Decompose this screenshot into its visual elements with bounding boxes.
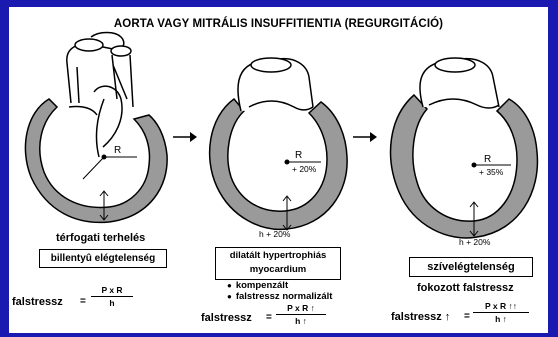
panel-1-formula-label: falstressz (12, 296, 63, 308)
panel-3-formula-eq: = (464, 311, 470, 322)
panel-2-radius-label: R (295, 150, 302, 161)
panel-1-radius-label: R (114, 145, 121, 156)
panel-2-fraction: P x R ↑ h ↑ (276, 303, 326, 326)
panel-2-bullet-1: kompenzált (227, 280, 288, 291)
panel-2-denominator: h ↑ (276, 315, 326, 326)
heart-1-wall (25, 99, 167, 222)
heart-normal (25, 33, 167, 223)
panel-2-box-line2: myocardium (216, 263, 340, 277)
panel-3-radius-label: R (484, 154, 491, 165)
panel-1-fraction: P x R h (91, 285, 133, 308)
panel-3-numerator: P x R ↑↑ (473, 301, 529, 313)
panel-1-formula-eq: = (80, 296, 86, 307)
panel-3-box: szívelégtelenség (409, 257, 533, 277)
slide: AORTA VAGY MITRÁLIS INSUFFITIENTIA (REGU… (9, 7, 548, 333)
panel-2-formula-eq: = (266, 312, 272, 323)
panel-1-box: billentyû elégtelenség (39, 249, 167, 268)
panel-2-formula-label: falstressz (201, 312, 252, 324)
panel-2-numerator: P x R ↑ (276, 303, 326, 315)
heart-dilated (210, 58, 348, 230)
heart-failure (391, 58, 538, 238)
arrow-right-icon (353, 132, 377, 142)
panel-2-bullet-2: falstressz normalizált (227, 291, 332, 302)
panel-3-radius-change: + 35% (479, 167, 503, 177)
panel-3-caption: fokozott falstressz (417, 282, 514, 294)
heart-3-wall (391, 95, 538, 238)
panel-3-formula-label: falstressz ↑ (391, 311, 450, 323)
panel-2-box: dilatált hypertrophiás myocardium (215, 247, 341, 280)
panel-3-fraction: P x R ↑↑ h ↑ (473, 301, 529, 324)
panel-1-numerator: P x R (91, 285, 133, 297)
heart-2-wall (210, 99, 348, 229)
panel-1-denominator: h (91, 297, 133, 308)
panel-3-thickness-change: h + 20% (459, 237, 490, 247)
panel-2-thickness-change: h + 20% (259, 229, 290, 239)
panel-3-denominator: h ↑ (473, 313, 529, 324)
arrow-right-icon (173, 132, 197, 142)
panel-2-box-line1: dilatált hypertrophiás (216, 249, 340, 263)
panel-2-radius-change: + 20% (292, 164, 316, 174)
panel-1-caption: térfogati terhelés (56, 232, 145, 244)
